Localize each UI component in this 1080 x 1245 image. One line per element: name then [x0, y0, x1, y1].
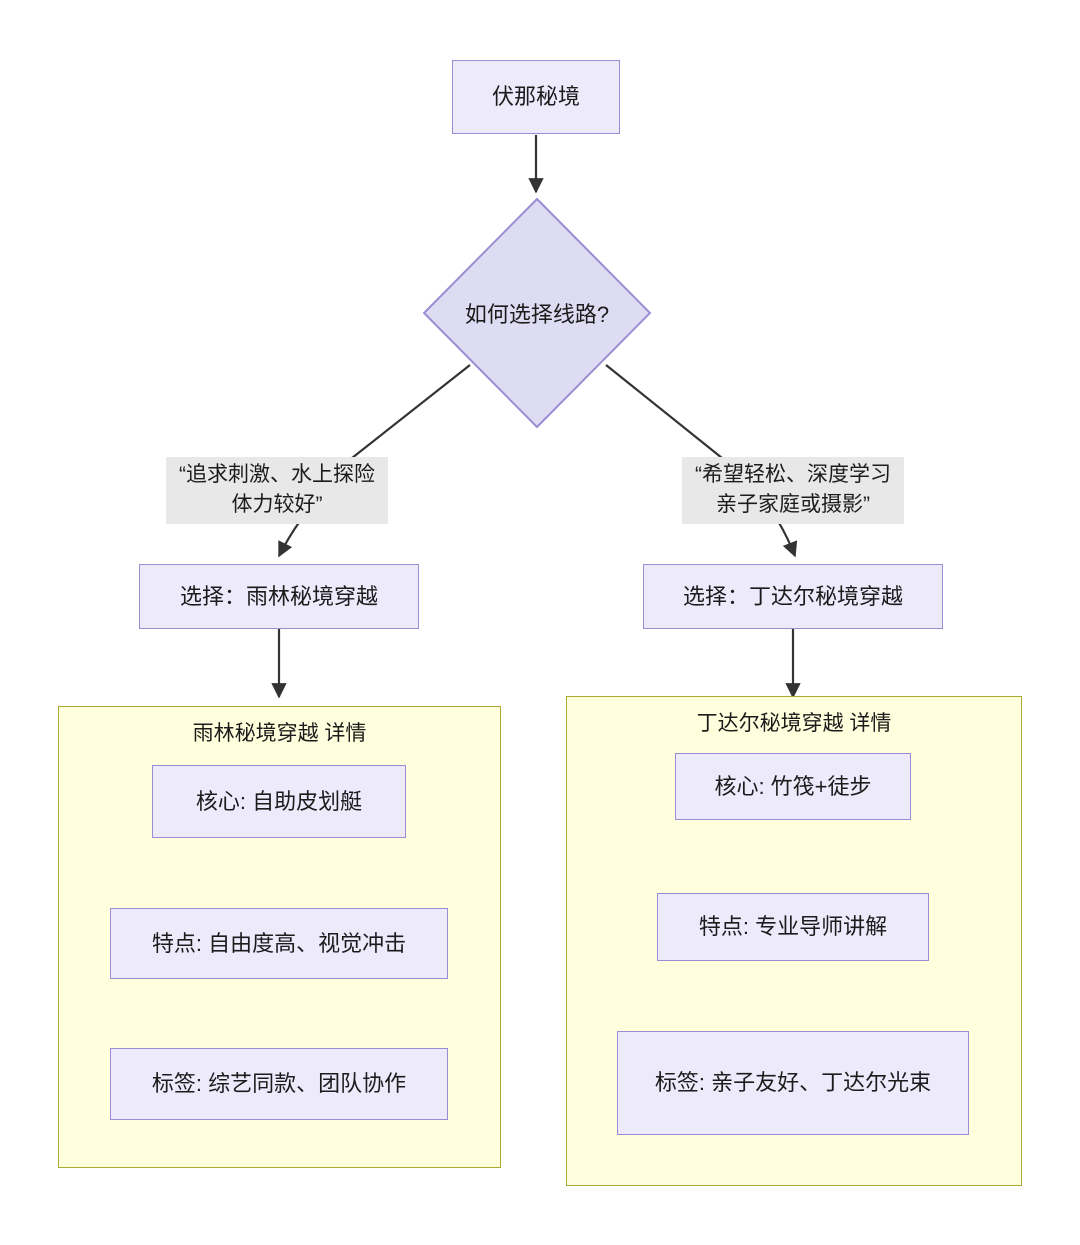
edge-label-right: “希望轻松、深度学习 亲子家庭或摄影”: [682, 457, 904, 524]
node-right-tag[interactable]: 标签: 亲子友好、丁达尔光束: [617, 1031, 969, 1135]
edge-right-label-to-choice: [777, 520, 798, 558]
node-root[interactable]: 伏那秘境: [452, 60, 620, 134]
node-choice-left-label: 选择：雨林秘境穿越: [179, 583, 378, 609]
node-right-feature-label: 特点: 专业导师讲解: [698, 914, 888, 940]
node-left-core-label: 核心: 自助皮划艇: [195, 788, 363, 814]
node-choice-left[interactable]: 选择：雨林秘境穿越: [139, 564, 419, 629]
diamond-shape: [423, 198, 651, 428]
node-left-tag-label: 标签: 综艺同款、团队协作: [151, 1071, 407, 1097]
node-left-feature-label: 特点: 自由度高、视觉冲击: [151, 930, 407, 956]
node-choice-right[interactable]: 选择：丁达尔秘境穿越: [643, 564, 943, 629]
node-right-core[interactable]: 核心: 竹筏+徒步: [675, 753, 911, 820]
edge-left-label-to-choice: [278, 520, 301, 558]
edge-label-left: “追求刺激、水上探险 体力较好”: [166, 457, 388, 524]
node-choice-right-label: 选择：丁达尔秘境穿越: [682, 583, 903, 609]
node-decision-label-wrap: 如何选择线路?: [423, 198, 651, 428]
node-left-core[interactable]: 核心: 自助皮划艇: [152, 765, 406, 838]
node-left-tag[interactable]: 标签: 综艺同款、团队协作: [110, 1048, 448, 1120]
node-right-core-label: 核心: 竹筏+徒步: [714, 773, 872, 799]
subgraph-left-title: 雨林秘境穿越 详情: [192, 722, 367, 745]
node-left-feature[interactable]: 特点: 自由度高、视觉冲击: [110, 908, 448, 979]
node-root-label: 伏那秘境: [491, 84, 580, 110]
node-decision[interactable]: 如何选择线路?: [423, 198, 651, 428]
subgraph-right-title: 丁达尔秘境穿越 详情: [696, 712, 892, 735]
node-right-tag-label: 标签: 亲子友好、丁达尔光束: [654, 1070, 932, 1096]
node-decision-label: 如何选择线路?: [464, 302, 610, 327]
node-right-feature[interactable]: 特点: 专业导师讲解: [657, 893, 929, 961]
